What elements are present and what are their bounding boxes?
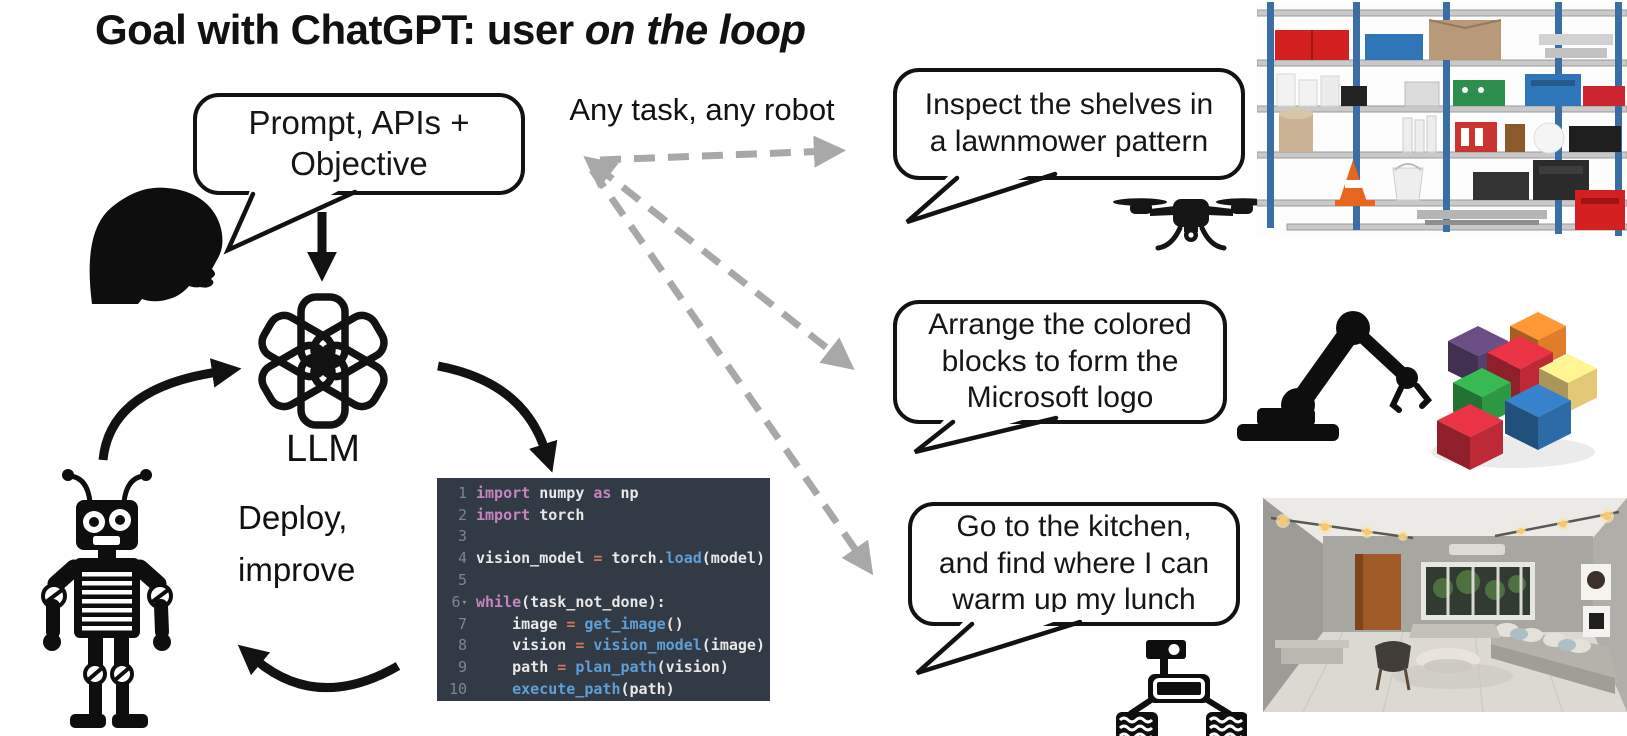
deploy-line-1: Deploy, [238,499,348,536]
bubble1-line-1: Inspect the shelves in [924,88,1214,122]
bubble2-tail [913,410,1059,455]
bubble2-line-3: Microsoft logo [966,381,1154,415]
deploy-line-2: improve [238,551,356,588]
title-prefix: Goal with ChatGPT: user [95,6,585,53]
prompt-bubble: Prompt, APIs + Objective [193,93,525,195]
arrow-robot-to-llm [98,358,242,461]
drone-icon [1113,198,1260,251]
rover-robot-icon [1116,640,1247,736]
task-bubble-kitchen: Go to the kitchen, and find where I can … [908,502,1240,626]
arrow-code-to-robot [237,644,401,693]
deploy-improve-label: Deploy, improve [238,492,355,596]
dashed-arrow-to-blocks-task [583,156,855,370]
user-person-icon [89,187,223,304]
bubble2-line-1: Arrange the colored [928,307,1192,341]
bubble1-line-2: a lawnmower pattern [929,125,1209,158]
toy-robot-icon [41,469,173,728]
bubble3-tail [915,612,1083,676]
title-italic: on the loop [584,6,806,53]
living-room-image [1263,498,1627,712]
robot-arm-icon [1237,311,1433,441]
bubble3-line-3: warm up my lunch [952,583,1196,617]
any-task-label: Any task, any robot [569,92,835,127]
prompt-line-2: Objective [290,145,428,182]
dashed-arrow-to-shelves-task [599,135,847,168]
blocks-cubes [1437,312,1597,470]
bubble1-tail [905,166,1058,225]
page-title: Goal with ChatGPT: user on the loop [95,6,806,54]
prompt-line-1: Prompt, APIs + [248,104,470,142]
llm-label: LLM [286,428,360,470]
task-bubble-arrange-blocks: Arrange the colored blocks to form the M… [893,300,1227,424]
colored-blocks-image [1431,312,1597,470]
bubble3-line-1: Go to the kitchen, [956,509,1192,543]
openai-llm-icon [258,293,388,429]
arrow-llm-to-code [437,361,558,473]
task-bubble-inspect-shelves: Inspect the shelves in a lawnmower patte… [893,68,1245,180]
bubble3-line-2: and find where I can [938,546,1210,580]
warehouse-shelves-image [1257,2,1627,236]
bubble2-line-2: blocks to form the [941,344,1179,378]
prompt-bubble-tail [223,182,358,255]
